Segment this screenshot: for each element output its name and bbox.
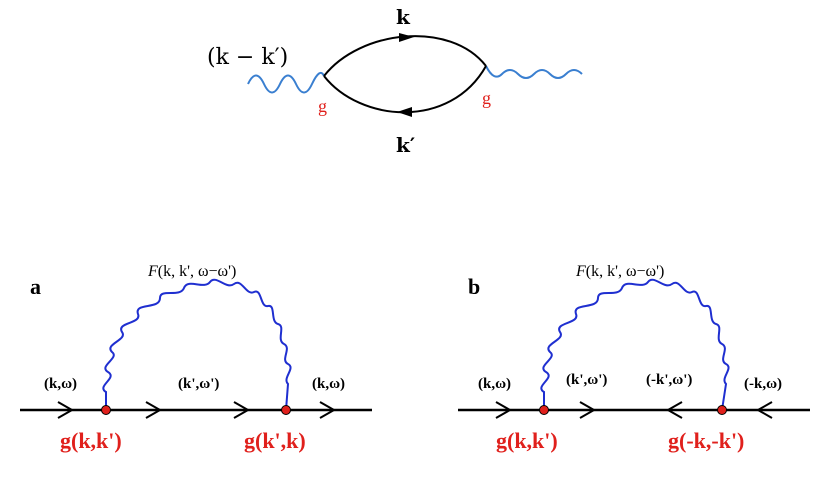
upper-propagator-arc <box>323 35 487 77</box>
lower-arrow-icon <box>397 107 412 117</box>
panel-a-letter: a <box>30 274 41 299</box>
panel-b-vertex-right-label: g(-k,-k') <box>668 428 744 453</box>
panel-b-arrow-3 <box>665 401 683 419</box>
panel-a-phonon-line <box>102 278 292 411</box>
panel-b-arrow-2 <box>579 401 597 419</box>
upper-arrow-icon <box>399 33 414 42</box>
panel-a-arrow-1 <box>57 401 75 419</box>
panel-a-seg-left-label: (k,ω) <box>44 376 77 392</box>
top-lower-label: k′ <box>396 133 415 157</box>
panel-a-arrow-3 <box>233 401 251 419</box>
panel-b-vertex-left-label: g(k,k') <box>496 428 558 453</box>
panel-b: b F(k, k', ω−ω') (k,ω) (k',ω') (-k',ω') … <box>458 263 810 453</box>
top-vertex-left-label: g <box>318 96 327 116</box>
panel-b-phonon-label: F(k, k', ω−ω') <box>575 263 664 280</box>
top-vertex-right-label: g <box>482 88 491 108</box>
outgoing-wavy-line <box>485 65 583 79</box>
panel-b-seg-mid2-label: (-k',ω') <box>646 372 692 388</box>
panel-b-arrow-1 <box>495 401 513 419</box>
panel-a-arrow-2 <box>145 401 163 419</box>
panel-a-arrow-4 <box>319 401 337 419</box>
panel-a-vertex-right <box>281 405 291 415</box>
panel-a-seg-right-label: (k,ω) <box>312 376 345 392</box>
top-incoming-label: (k − k′) <box>207 45 288 70</box>
panel-b-seg-left-label: (k,ω) <box>478 376 511 392</box>
panel-b-vertex-right <box>717 405 727 415</box>
top-upper-label: k <box>396 5 411 29</box>
incoming-wavy-line <box>247 71 325 94</box>
panel-b-arrow-4 <box>755 401 773 419</box>
panel-a: a F(k, k', ω−ω') (k,ω) (k',ω') (k,ω) g(k… <box>20 263 372 453</box>
panel-b-vertex-left <box>539 405 549 415</box>
panel-a-vertex-left <box>101 405 111 415</box>
panel-a-phonon-label: F(k, k', ω−ω') <box>147 263 236 280</box>
top-bubble-diagram: (k − k′) k k′ g g <box>207 5 583 157</box>
panel-a-vertex-left-label: g(k,k') <box>60 428 122 453</box>
panel-b-phonon-line <box>540 278 730 411</box>
lower-propagator-arc <box>323 65 487 114</box>
panel-a-seg-mid-label: (k',ω') <box>178 376 219 392</box>
panel-b-seg-right-label: (-k,ω) <box>744 376 782 392</box>
panel-b-seg-mid-label: (k',ω') <box>566 372 607 388</box>
panel-a-vertex-right-label: g(k',k) <box>244 428 306 453</box>
panel-b-letter: b <box>468 274 480 299</box>
